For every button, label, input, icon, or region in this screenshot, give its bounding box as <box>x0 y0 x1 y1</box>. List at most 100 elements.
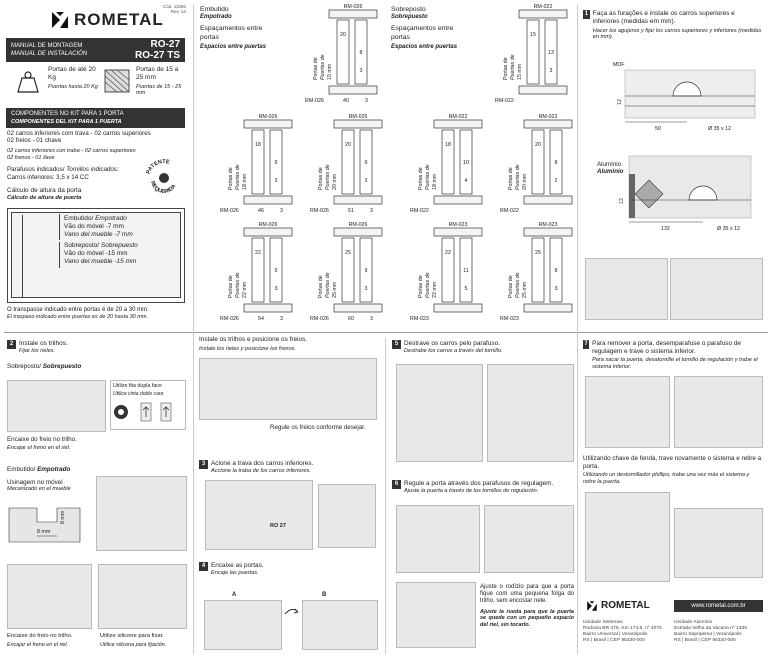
door-panel-a <box>341 237 355 303</box>
u1-l3: RS | Brasil | CEP 95330-000 <box>583 637 645 643</box>
calc-sobre-es: Sobrepuesto <box>100 242 138 250</box>
d12a: 12 <box>617 99 623 105</box>
calc-emb-v-es: Vano del mueble -7 mm <box>64 230 133 238</box>
footer-brand: ROMETAL <box>601 600 650 611</box>
step5-text: Destrave os carros pelo parafuso. <box>404 340 500 347</box>
door-panel-b <box>544 19 558 85</box>
esp-pt-2: Espaçamentos entre portas <box>391 25 454 41</box>
rail-bottom <box>333 195 383 205</box>
rail-bottom <box>433 195 483 205</box>
thick-pt: Portas de 15 a 25 mm <box>136 66 179 81</box>
bottom-dim: 54 <box>258 316 264 322</box>
door-mm: 22 mm <box>242 281 248 298</box>
step7-text2-es: Utilizando un destornillador phillips, t… <box>583 472 750 485</box>
profile-code-bottom: RM-023 <box>410 316 429 322</box>
esp-pt: Espaçamentos entre portas <box>200 25 263 41</box>
step5-photo-2 <box>487 364 574 462</box>
inner-dim: 13 <box>548 50 554 56</box>
rail-bottom <box>328 85 378 95</box>
step1-text: Faça as furações e instale os carros sup… <box>592 10 735 25</box>
door-label: Portas de <box>318 167 324 190</box>
components-list: 02 carros inferiores com trava - 02 carr… <box>7 130 189 202</box>
comp-line-1: 02 carros inferiores com trava - 02 carr… <box>7 130 151 137</box>
door-mm: 18 mm <box>242 173 248 190</box>
rail-bottom <box>523 195 573 205</box>
profile-code-top: RM-026 <box>349 114 368 120</box>
u2-title: Unidade Alumínio <box>674 620 713 625</box>
step7-photo-3 <box>585 492 670 582</box>
step4-label-b: B <box>322 592 327 598</box>
step4-text: Encaixe as portas. <box>211 562 264 569</box>
emb-title: Embutido <box>200 6 229 13</box>
inner-dim: 9 <box>365 160 368 166</box>
brake-note-2: Encaixe do freio no trilho. Encajar el f… <box>7 633 72 648</box>
step2-text: Instale os trilhos. <box>19 340 68 347</box>
step7-text2: Utilizando chave de fenda, trave novamen… <box>583 455 762 470</box>
rail-bottom <box>333 303 383 313</box>
step1-text-es: Hacer los agujeros y fijar los carros su… <box>592 27 762 41</box>
footer-url[interactable]: www.rometal.com.br <box>674 600 763 612</box>
inner-dim: 20 <box>345 142 351 148</box>
step7-photo-2 <box>674 376 763 448</box>
u1-title: Unidade Sistemas <box>583 620 623 625</box>
manual-pt: MANUAL DE MONTAGEM <box>11 43 83 49</box>
d12b: 12 <box>619 198 625 204</box>
brake-text-es: Encajar el freno en el riel. <box>7 445 71 452</box>
step1-photo-1 <box>585 258 668 320</box>
door-mm: 20 mm <box>332 173 338 190</box>
sob-title-es: Sobrepuesto <box>391 14 428 21</box>
step2-emb-es: Empotrado <box>37 466 71 473</box>
svg-text:PATENTE: PATENTE <box>146 159 171 175</box>
rail-bottom <box>243 195 293 205</box>
step5-block: 5 Destrave os carros pelo parafuso. Dest… <box>392 340 574 354</box>
door-label: Portas de <box>503 57 509 80</box>
door-label-es: Puertas de <box>235 164 241 190</box>
step5-text-es: Destrabe los carros a través del tornill… <box>404 347 503 354</box>
inner-dim: 20 <box>340 32 346 38</box>
door-label-es: Puertas de <box>510 54 516 80</box>
step7-text: Para remover a porta, desemparafuse o pa… <box>592 340 741 355</box>
door-label: Portas de <box>418 167 424 190</box>
step7-number: 7 <box>583 340 590 349</box>
inner-dim: 3 <box>550 68 553 74</box>
inner-dim: 3 <box>555 286 558 292</box>
bottom-dim: 3 <box>280 208 283 214</box>
door-label-es: Puertas de <box>235 272 241 298</box>
rails-text: Instale os trilhos e posicione os freios… <box>199 336 307 343</box>
mdf-label: MDF <box>613 62 625 68</box>
calc-emb-v: Vão do móvel -7 mm <box>64 222 124 230</box>
step4-text-es: Encaje las puertas. <box>211 569 259 576</box>
calc-pt: Cálculo de altura da porta <box>7 187 82 195</box>
door-panel-a <box>251 129 265 195</box>
patent-badge: PATENTE REQUERIDA <box>146 159 178 195</box>
bottom-dim: 51 <box>348 208 354 214</box>
door-panel-b <box>354 19 368 85</box>
step2-rail-photo <box>7 380 106 432</box>
door-panel-b <box>459 237 473 303</box>
bottom-dim: 40 <box>343 98 349 104</box>
screws-title-es: Tornillos indicados: <box>66 166 119 174</box>
inner-dim: 22 <box>255 250 261 256</box>
bottom-dim: 3 <box>365 98 368 104</box>
dia2: Ø 35 x 12 <box>717 226 740 232</box>
door-mm: 15 mm <box>327 63 333 80</box>
sob-title: Sobreposto <box>391 6 426 13</box>
inner-dim: 2 <box>555 178 558 184</box>
step2-sob-es: Sobrepuesto <box>42 362 82 370</box>
aluminio-label: Alumínio Aluminio <box>597 161 623 176</box>
step6-number: 6 <box>392 480 401 489</box>
door-mm: 18 mm <box>432 173 438 190</box>
profile-code-top: RM-026 <box>259 114 278 120</box>
step7-photo-4 <box>674 508 763 578</box>
inner-dim: 18 <box>445 142 451 148</box>
alu-es: Aluminio <box>597 168 624 176</box>
door-panel-b <box>269 237 283 303</box>
step1-number: 1 <box>583 10 590 19</box>
bottom-dim: 46 <box>258 208 264 214</box>
step4-block: 4 Encaixe as portas. Encaje las puertas. <box>199 562 381 576</box>
step4-label-a: A <box>232 592 237 598</box>
door-panel-b <box>269 129 283 195</box>
weight-spec: Portas de até 20 Kg Puertas hasta 20 Kg <box>14 66 99 102</box>
